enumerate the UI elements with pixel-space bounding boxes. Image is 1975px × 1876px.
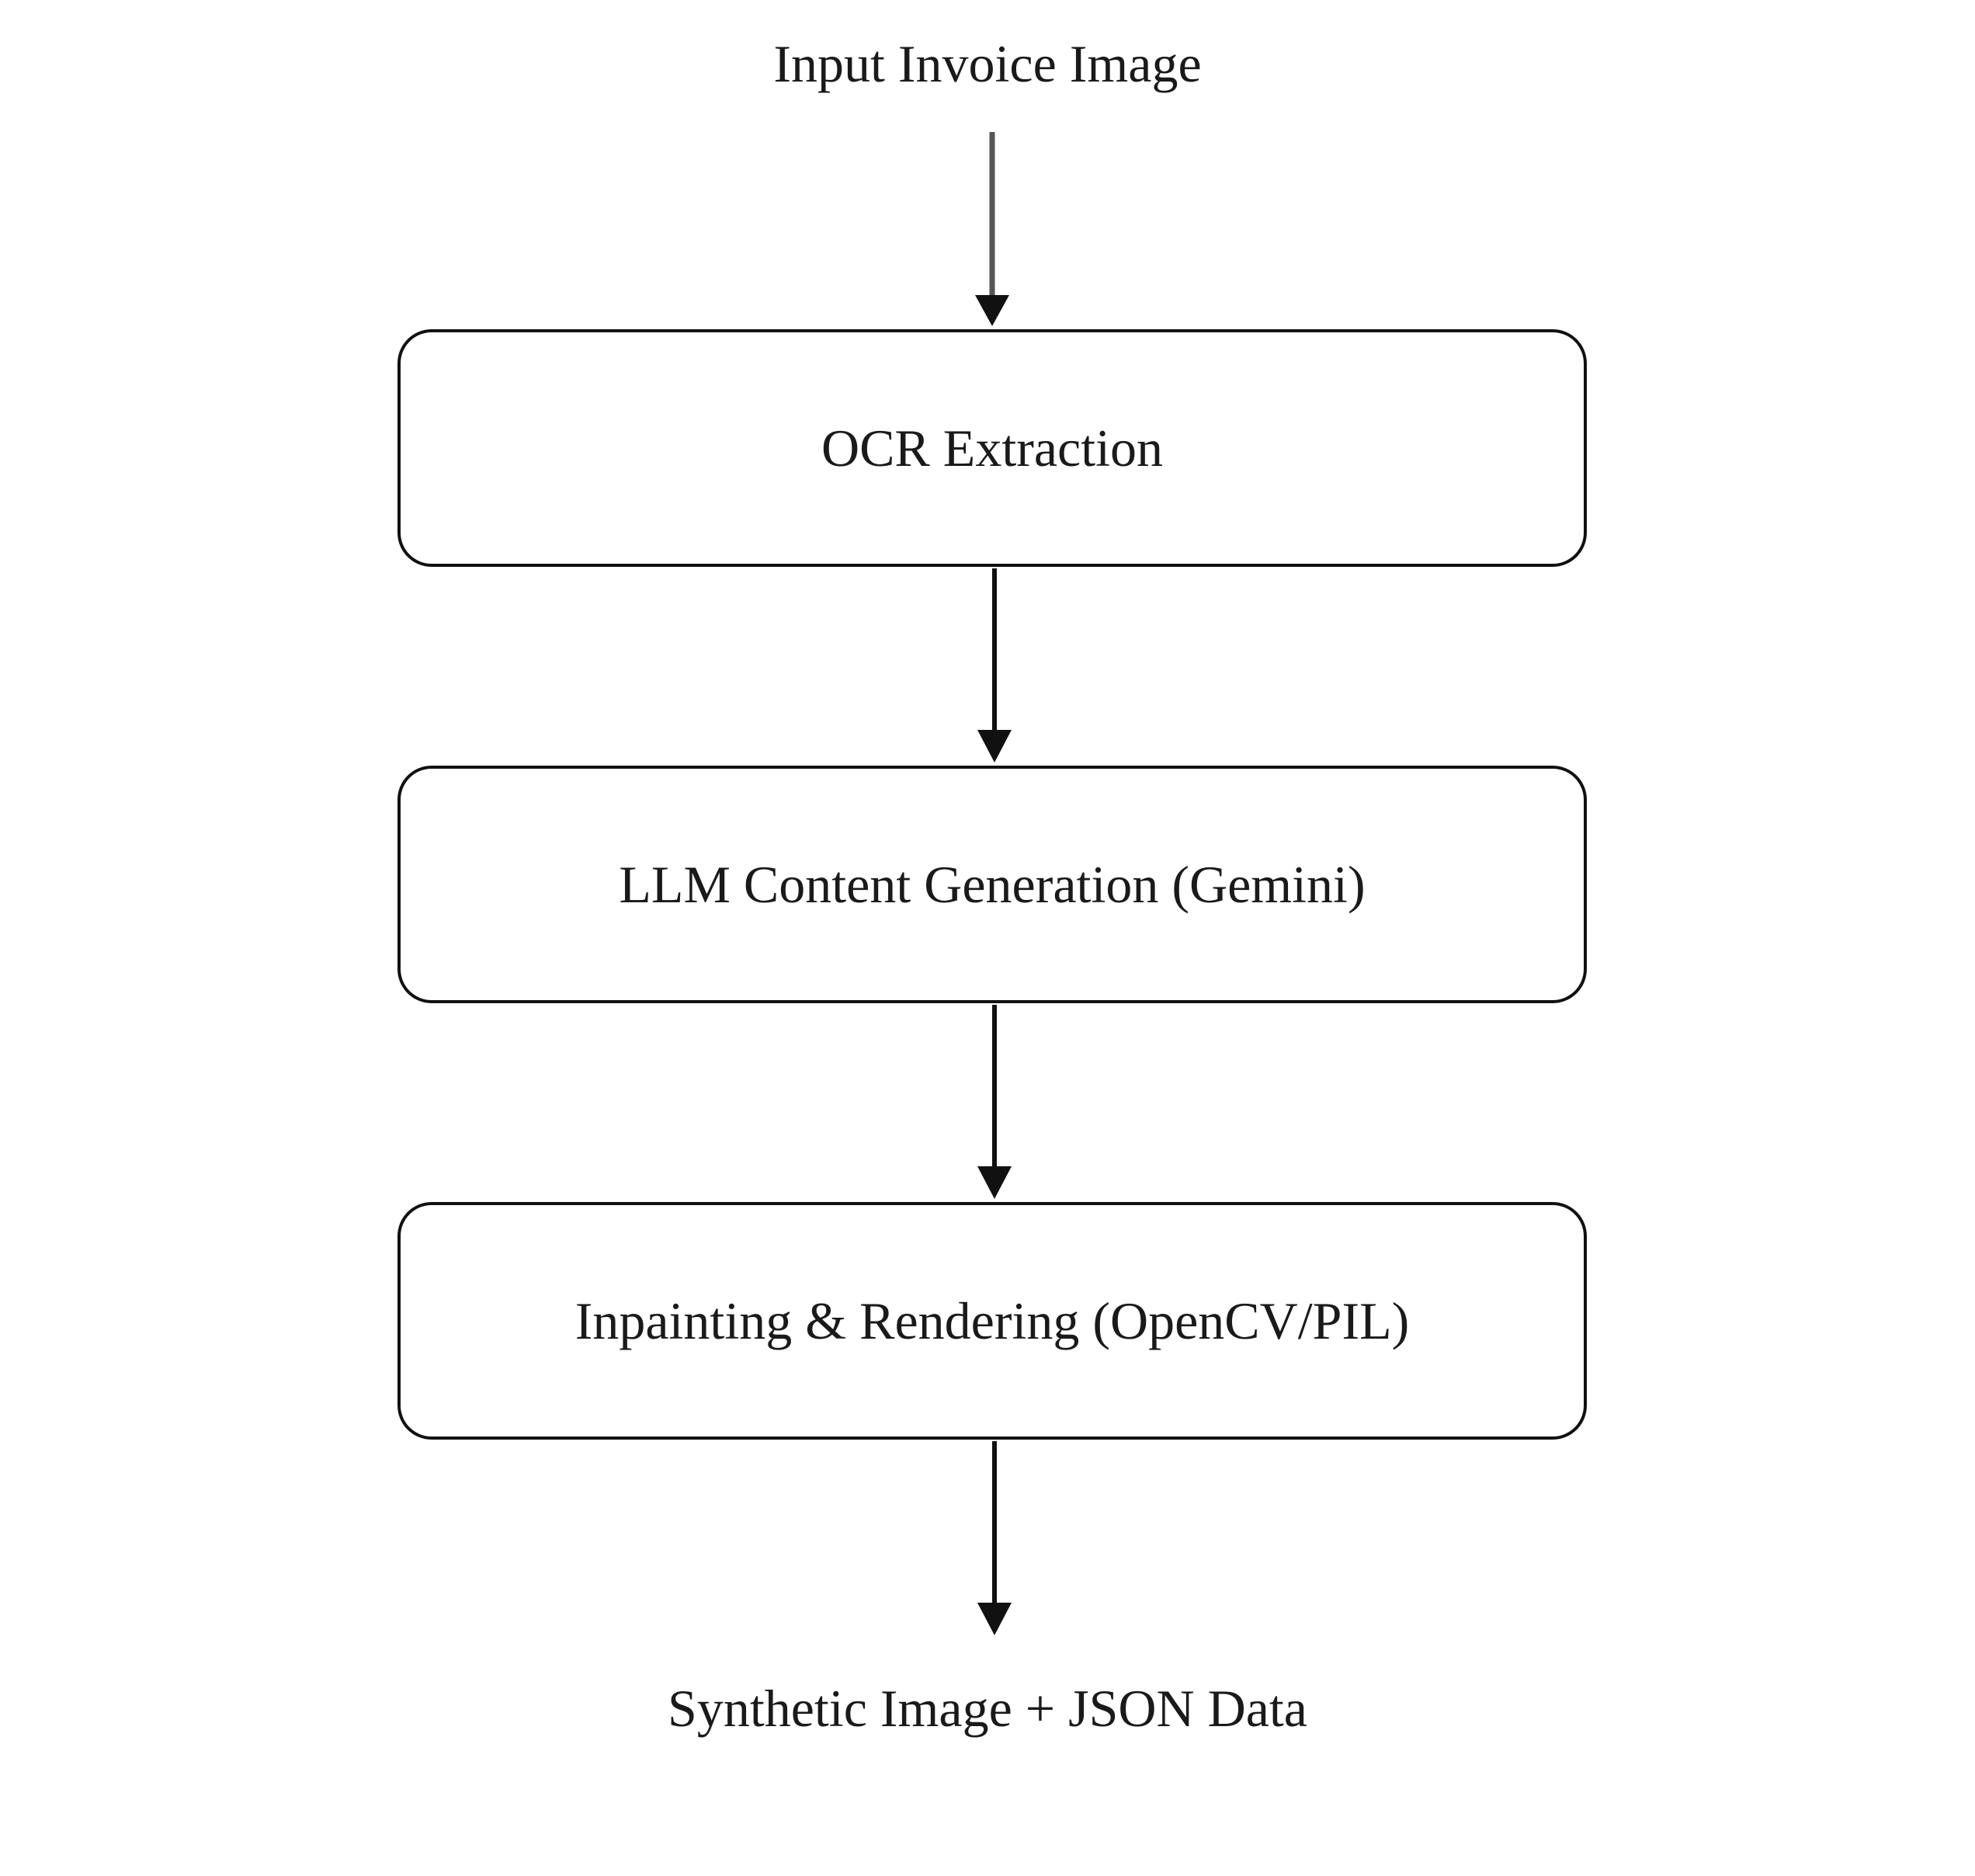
arrowhead-icon <box>977 730 1012 763</box>
step-box-ocr: OCR Extraction <box>397 329 1587 567</box>
input-label: Input Invoice Image <box>773 34 1202 93</box>
output-label: Synthetic Image + JSON Data <box>668 1679 1307 1738</box>
step-label: LLM Content Generation (Gemini) <box>619 855 1366 914</box>
arrowhead-icon <box>975 295 1009 326</box>
step-label: Inpainting & Rendering (OpenCV/PIL) <box>574 1291 1410 1350</box>
step-box-llm: LLM Content Generation (Gemini) <box>397 766 1587 1003</box>
arrowhead-icon <box>977 1166 1012 1199</box>
arrowhead-icon <box>977 1603 1012 1635</box>
step-box-inpainting: Inpainting & Rendering (OpenCV/PIL) <box>397 1202 1587 1440</box>
step-label: OCR Extraction <box>821 419 1164 478</box>
